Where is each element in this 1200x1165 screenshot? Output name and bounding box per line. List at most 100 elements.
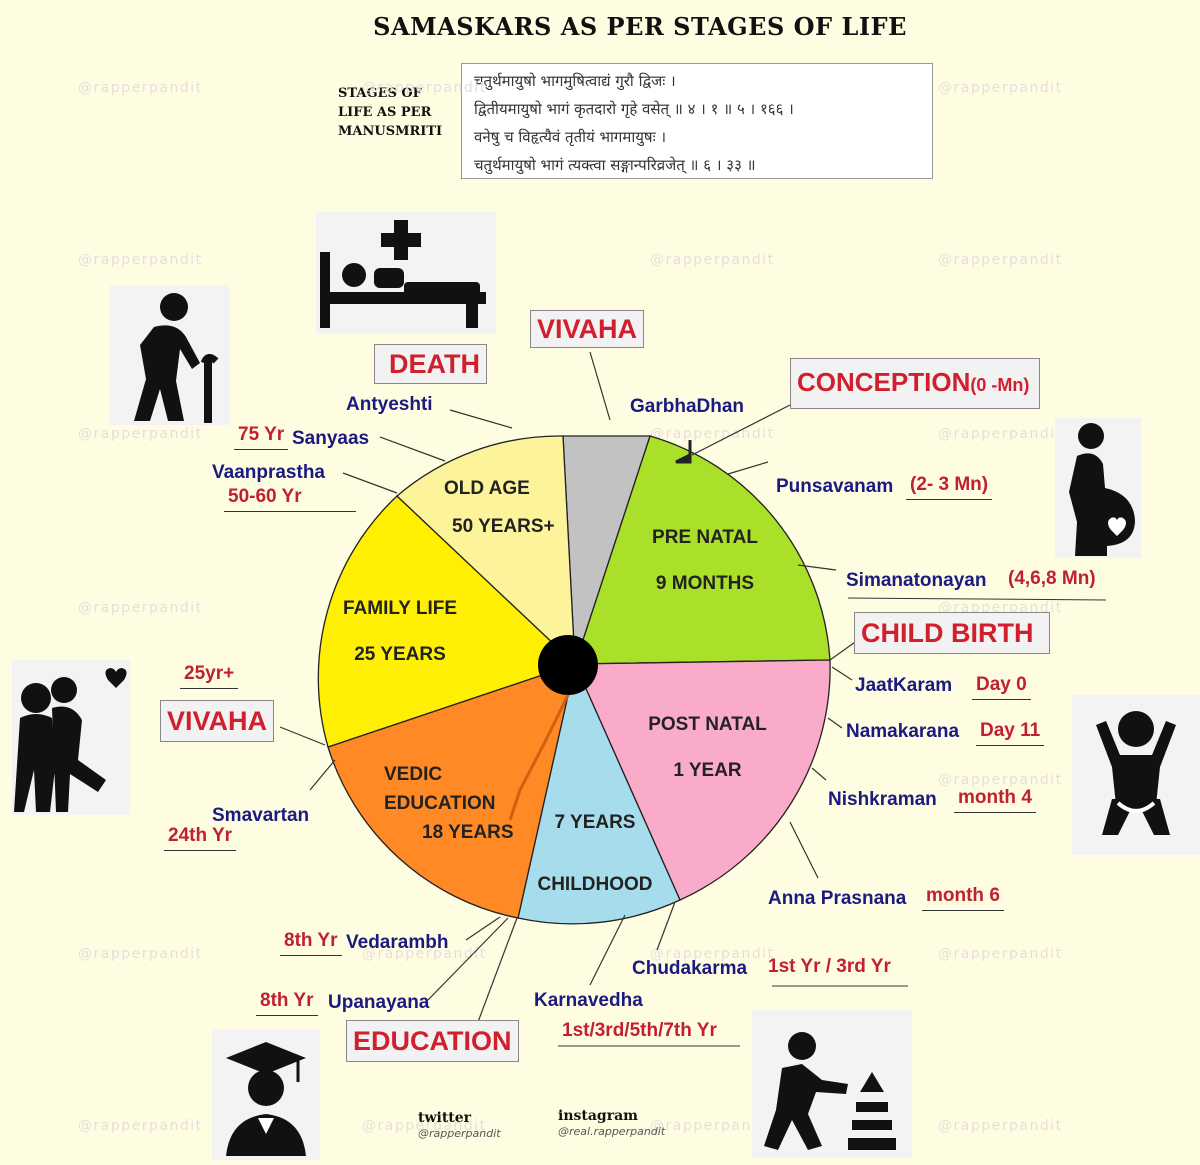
wedge-education <box>327 663 576 919</box>
instagram-label: instagram <box>558 1108 638 1124</box>
underline <box>847 597 1107 601</box>
education-wedge-mark <box>508 694 570 821</box>
samskara-sanyaas: Sanyaas <box>292 428 370 449</box>
verse-box: चतुर्थमायुषो भागमुषित्वाद्यं गुरौ द्विजः… <box>461 63 933 179</box>
samskara-annaprasnana: Anna Prasnana <box>768 888 907 909</box>
twitter-handle: @rapperpandit <box>418 1127 501 1140</box>
event-death: DEATH <box>374 344 487 384</box>
segment-line: 7 YEARS <box>554 812 636 833</box>
conception-pointer <box>675 440 692 464</box>
wedge-postnatal <box>574 659 831 901</box>
samskara-jaatkaram: JaatKaram <box>855 675 953 696</box>
connector <box>789 821 819 879</box>
watermark: @rapperpandit <box>938 1118 1063 1134</box>
connector <box>691 404 791 456</box>
watermark: @rapperpandit <box>362 80 487 96</box>
twitter-label: twitter <box>418 1110 472 1126</box>
connector <box>829 639 859 661</box>
age-simantonayan: (4,6,8 Mn) <box>1008 568 1096 589</box>
connector <box>449 409 513 429</box>
samskara-simantonayan: Simanatonayan <box>846 570 987 591</box>
connector <box>379 436 446 462</box>
segment-line: 9 MONTHS <box>655 573 755 594</box>
watermark: @rapperpandit <box>78 426 203 442</box>
age-namakarana: Day 11 <box>976 720 1045 746</box>
connector <box>477 917 518 1023</box>
wedge-childhood <box>517 661 681 925</box>
connector <box>656 901 676 951</box>
samskara-antyeshti: Antyeshti <box>346 394 433 415</box>
event-vivaha-top: VIVAHA <box>530 310 645 348</box>
age-karnavedha: 1st/3rd/5th/7th Yr <box>562 1020 717 1041</box>
connector <box>589 914 626 986</box>
baby-icon <box>1072 695 1200 855</box>
graduate-icon <box>212 1030 320 1160</box>
verse-line: द्वितीयमायुषो भागं कृतदारो गृहे वसेत् ॥ … <box>474 100 794 118</box>
social-twitter: twitter @rapperpandit <box>418 1110 501 1142</box>
watermark: @rapperpandit <box>938 946 1063 962</box>
segment-line: EDUCATION <box>384 793 496 814</box>
age-sanyaas: 75 Yr <box>234 424 289 450</box>
watermark: @rapperpandit <box>650 426 775 442</box>
connector <box>811 767 827 781</box>
segment-family: FAMILY LIFE 25 YEARS <box>325 586 475 678</box>
segment-postnatal: POST NATAL 1 YEAR <box>620 702 795 794</box>
age-vedarambh: 8th Yr <box>280 930 342 956</box>
watermark: @rapperpandit <box>362 946 487 962</box>
watermark: @rapperpandit <box>78 80 203 96</box>
wheel-hub <box>538 635 598 695</box>
samskara-garbhadhan: GarbhaDhan <box>630 396 745 417</box>
event-child-birth: CHILD BIRTH <box>854 612 1051 654</box>
watermark: @rapperpandit <box>78 252 203 268</box>
watermark: @rapperpandit <box>78 946 203 962</box>
connector <box>279 726 326 746</box>
age-chudakarma: 1st Yr / 3rd Yr <box>768 956 891 977</box>
samskara-smavartan: Smavartan <box>212 805 310 826</box>
segment-oldage: OLD AGE 50 YEARS+ <box>430 470 565 546</box>
wedge-oldage <box>396 435 576 666</box>
watermark: @rapperpandit <box>362 1118 487 1134</box>
segment-line: 50 YEARS+ <box>452 516 555 537</box>
couple-embrace-icon <box>12 660 130 815</box>
age-smavartan: 24th Yr <box>164 825 237 851</box>
samskara-karnavedha: Karnavedha <box>534 990 643 1011</box>
instagram-handle: @real.rapperpandit <box>558 1125 666 1138</box>
age-nishkraman: month 4 <box>954 787 1036 813</box>
samskara-upanayana: Upanayana <box>328 992 430 1013</box>
age-vivaha: 25yr+ <box>180 663 239 689</box>
event-conception-note: (0 -Mn) <box>970 375 1030 395</box>
watermark: @rapperpandit <box>650 1118 775 1134</box>
connector <box>342 472 398 494</box>
segment-line: PRE NATAL <box>652 527 758 548</box>
segment-line: OLD AGE <box>444 478 530 499</box>
samskara-vaanprastha: Vaanprastha <box>212 462 325 483</box>
watermark: @rapperpandit <box>650 252 775 268</box>
connector <box>427 917 509 1001</box>
age-vaanprastha: 50-60 Yr <box>224 486 356 512</box>
connector <box>589 351 611 421</box>
connector <box>465 916 501 941</box>
verse-line: चतुर्थमायुषो भागमुषित्वाद्यं गुरौ द्विजः… <box>474 72 676 90</box>
connector <box>727 461 769 475</box>
segment-childhood: 7 YEARS CHILDHOOD <box>530 792 660 916</box>
child-playing-icon <box>752 1010 912 1158</box>
page-title: SAMASKARS AS PER STAGES OF LIFE <box>373 12 907 41</box>
age-annaprasnana: month 6 <box>922 885 1004 911</box>
wedge-prenatal <box>574 435 831 665</box>
segment-line: 1 YEAR <box>673 760 742 781</box>
segment-line: POST NATAL <box>648 714 767 735</box>
event-conception: CONCEPTION(0 -Mn) <box>790 358 1041 409</box>
samskara-chudakarma: Chudakarma <box>632 958 748 979</box>
verse-line: वनेषु च विहृत्यैवं तृतीयं भागमायुषः । <box>474 128 667 146</box>
watermark: @rapperpandit <box>938 772 1063 788</box>
pregnant-woman-icon <box>1055 418 1141 558</box>
manusmriti-label: STAGES OF LIFE AS PER MANUSMRITI <box>338 86 443 139</box>
segment-prenatal: PRE NATAL 9 MONTHS <box>620 515 790 607</box>
event-conception-label: CONCEPTION <box>797 367 971 397</box>
watermark: @rapperpandit <box>938 80 1063 96</box>
samskara-nishkraman: Nishkraman <box>828 789 937 810</box>
hospital-bed-icon <box>316 212 496 334</box>
connector <box>309 759 336 791</box>
segment-education: VEDIC EDUCATION 18 YEARS <box>370 760 534 847</box>
